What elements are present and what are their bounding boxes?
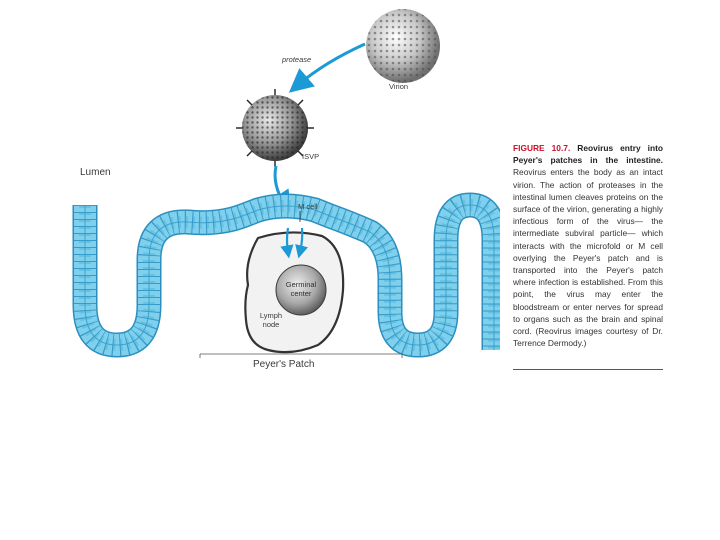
peyers-patch-bracket (200, 354, 402, 358)
germinal-center-label: Germinal center (278, 280, 324, 298)
lumen-label: Lumen (80, 167, 111, 178)
protease-label: protease (282, 55, 311, 64)
caption-divider (513, 369, 663, 370)
virion-label: Virion (389, 82, 408, 91)
peyers-patch-label: Peyer's Patch (253, 359, 314, 370)
figure-caption: FIGURE 10.7. Reovirus entry into Peyer's… (513, 142, 663, 349)
protease-arrow-icon (298, 44, 365, 85)
figure-number: FIGURE 10.7. (513, 143, 570, 153)
m-cell-label: M cell (298, 202, 318, 211)
lymph-node-label: Lymph node (254, 311, 288, 329)
virion-particle (366, 9, 440, 83)
reovirus-diagram (0, 0, 500, 400)
isvp-label: ISVP (302, 152, 319, 161)
transport-arrow-icon-1 (287, 228, 288, 252)
figure-caption-body: Reovirus enters the body as an intact vi… (513, 167, 663, 348)
